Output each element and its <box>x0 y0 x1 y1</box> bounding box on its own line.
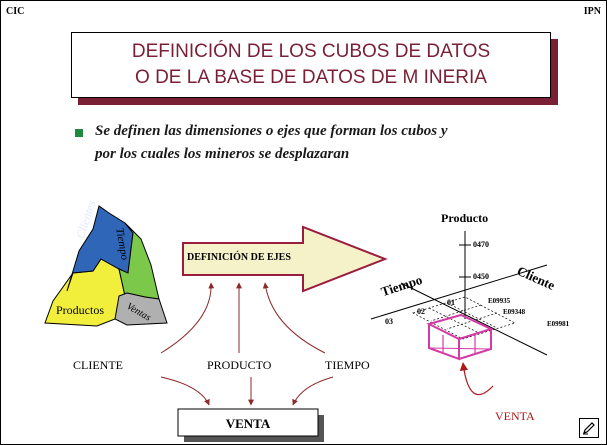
venta-box-label: VENTA <box>225 416 271 431</box>
cube-diagram <box>370 231 548 396</box>
tiempo-axis <box>370 264 548 320</box>
title-line-1: DEFINICIÓN DE LOS CUBOS DE DATOS <box>131 41 491 62</box>
edit-pencil-button[interactable] <box>579 418 599 438</box>
cliente-to-arrow <box>160 282 215 354</box>
tiempo-tick-03: 03 <box>385 317 393 326</box>
tiempo-to-venta <box>292 376 334 406</box>
cube-axis-producto: Producto <box>441 211 489 225</box>
slide-title: DEFINICIÓN DE LOS CUBOS DE DATOS O DE LA… <box>71 32 551 98</box>
bullet-line-1: Se definen las dimensiones o ejes que fo… <box>95 123 448 139</box>
cliente-tick-e09935: E09935 <box>488 297 511 305</box>
venta-pointer <box>459 362 494 396</box>
venta-box <box>177 408 319 437</box>
definicion-arrow-shape <box>182 225 388 293</box>
mountain-graphic <box>44 205 168 327</box>
arrow-label: DEFINICIÓN DE EJES <box>187 252 291 263</box>
mountain-label-productos: Productos <box>56 303 104 317</box>
bullet-text: Se definen las dimensiones o ejes que fo… <box>95 120 575 166</box>
tiempo-tick-01: 01 <box>447 298 455 307</box>
mountain-ventas-region <box>114 292 168 326</box>
bullet-square-icon <box>75 129 83 137</box>
dimension-producto: PRODUCTO <box>207 358 272 372</box>
dimension-cliente: CLIENTE <box>73 358 123 372</box>
cliente-axis <box>400 282 548 356</box>
pencil-icon <box>583 422 595 435</box>
bullet-line-2: por los cuales los mineros se desplazara… <box>95 146 350 162</box>
cliente-tick-e09348: E09348 <box>503 308 526 316</box>
dimension-tiempo: TIEMPO <box>325 358 370 372</box>
venta-cube-highlight <box>426 313 494 361</box>
header-ipn: IPN <box>583 6 601 17</box>
producto-tick-0450: 0450 <box>473 272 489 281</box>
cliente-to-venta <box>160 376 210 406</box>
producto-tick-0470: 0470 <box>473 240 489 249</box>
tiempo-to-arrow <box>262 282 326 354</box>
tiempo-tick-02: 02 <box>417 307 425 316</box>
cube-venta-label: VENTA <box>495 409 535 423</box>
header-cic: CIC <box>6 6 25 17</box>
dimension-arrows <box>160 282 334 406</box>
cliente-tick-e09981: E09981 <box>547 320 570 328</box>
title-line-2: O DE LA BASE DE DATOS DE M INERIA <box>135 67 487 88</box>
